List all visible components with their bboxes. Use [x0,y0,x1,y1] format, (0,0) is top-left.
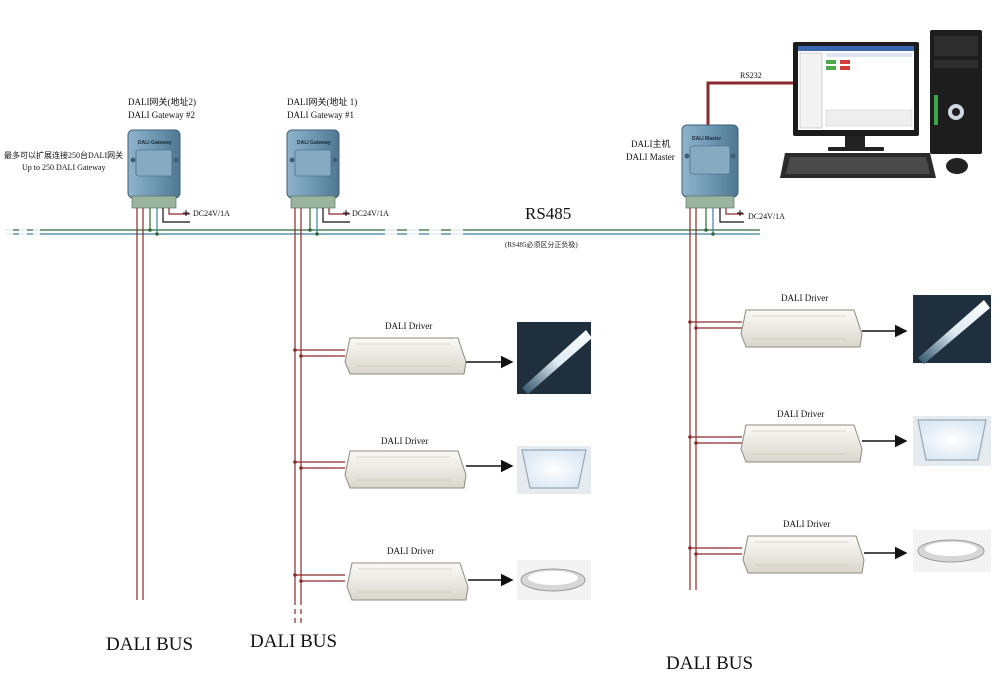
panel-light-right [913,416,991,466]
rs485-note: (RS485必须区分正负极) [505,241,578,249]
dali-bus-label-3: DALI BUS [666,653,754,674]
rs232-link [706,81,795,125]
gateway-1-label-en: DALI Gateway #1 [287,110,354,120]
driver-right-2-label: DALI Driver [777,409,825,419]
gateway-1-device [286,129,340,209]
driver-left-3 [346,562,469,601]
driver-right-2 [740,424,863,463]
expand-note-line1: 最多可以扩展连接250台DALI网关 [4,151,124,160]
driver-right-1-label: DALI Driver [781,293,829,303]
downlight-right [913,530,991,572]
master-label-cn: DALI主机 [631,139,671,149]
driver-left-3-label: DALI Driver [387,546,435,556]
gateway-2-label-cn: DALI网关(地址2) [128,97,196,107]
power-label-gw1: DC24V/1A [352,209,389,218]
led-tube-left [517,322,592,394]
pc-monitor [793,42,919,151]
driver-left-2 [344,450,467,489]
rs485-label: RS485 [525,204,572,223]
driver-right-1 [740,309,863,348]
gateway-2-label-en: DALI Gateway #2 [128,110,195,120]
driver-left-1 [344,337,467,375]
power-symbols [183,210,743,216]
master-device-text: DALI Master [692,136,722,142]
gateway-1-label-cn: DALI网关(地址 1) [287,97,358,107]
master-label-en: DALI Master [626,152,675,162]
rs232-label: RS232 [740,71,762,80]
pc-mouse [946,158,968,174]
dali-bus-label-2: DALI BUS [250,631,338,652]
gateway-2-device-text: DALI Gateway [138,140,172,146]
power-label-gw2: DC24V/1A [193,209,230,218]
pc-tower [930,30,982,154]
driver-right-3-label: DALI Driver [783,519,831,529]
expand-note-line2: Up to 250 DALI Gateway [22,163,106,172]
power-label-master: DC24V/1A [748,212,785,221]
dali-bus-label-1: DALI BUS [106,634,194,655]
led-tube-right [913,295,991,364]
panel-light-left [517,446,591,494]
driver-left-2-label: DALI Driver [381,436,429,446]
driver-left-1-label: DALI Driver [385,321,433,331]
gateway-1-device-text: DALI Gateway [297,140,331,146]
gateway-2-device [127,129,181,209]
pc-keyboard [780,153,936,178]
rs485-backbone [5,229,760,235]
gateway-1-wiring [293,208,350,625]
master-device [681,124,739,209]
output-arrows [466,324,908,587]
downlight-left [517,560,591,600]
driver-right-3 [742,535,865,574]
master-wiring [688,208,744,590]
gateway-2-wiring [136,208,190,600]
